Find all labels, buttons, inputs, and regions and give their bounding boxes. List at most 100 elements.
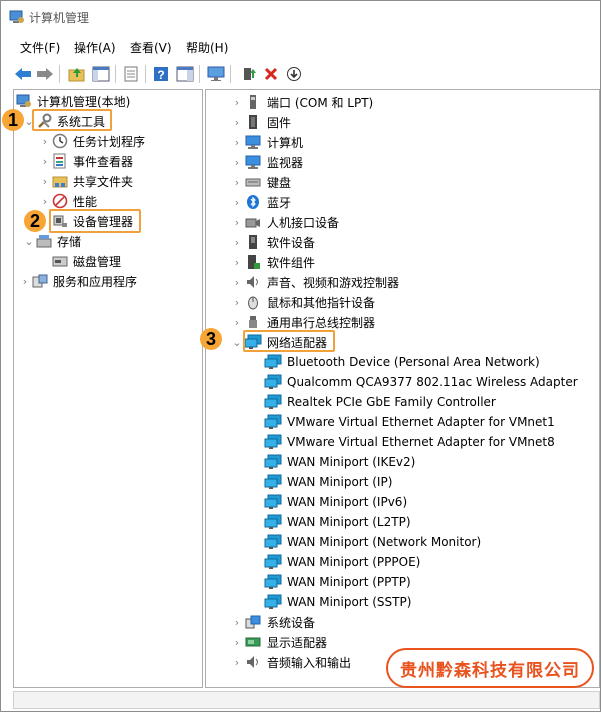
device-label: 软件设备: [267, 235, 316, 250]
device-category-item[interactable]: ›键盘: [230, 172, 291, 192]
chevron-right-icon[interactable]: ›: [234, 215, 240, 229]
menu-help[interactable]: 帮助(H): [186, 41, 229, 55]
clock-icon: [52, 133, 68, 149]
chevron-right-icon[interactable]: ›: [234, 635, 240, 649]
device-label: WAN Miniport (IKEv2): [287, 455, 416, 469]
device-list-item[interactable]: VMware Virtual Ethernet Adapter for VMne…: [264, 432, 555, 452]
chevron-right-icon[interactable]: ›: [234, 655, 240, 669]
back-arrow-icon[interactable]: [13, 64, 33, 84]
device-category-item[interactable]: ›计算机: [230, 132, 303, 152]
chevron-down-icon[interactable]: ⌄: [24, 114, 34, 128]
device-label: Qualcomm QCA9377 802.11ac Wireless Adapt…: [287, 375, 578, 389]
storage-icon: [36, 233, 52, 249]
tree-item-performance[interactable]: › 性能: [38, 191, 97, 211]
device-tree-pane[interactable]: ›端口 (COM 和 LPT)›固件›计算机›监视器›键盘›蓝牙›人机接口设备›…: [205, 89, 600, 688]
device-label: 显示适配器: [267, 635, 328, 650]
device-category-item[interactable]: ›系统设备: [230, 612, 315, 632]
title-bar: 计算机管理: [1, 1, 600, 31]
tree-item-device-manager[interactable]: 设备管理器: [52, 211, 133, 231]
chevron-right-icon[interactable]: ›: [234, 135, 240, 149]
device-list-item[interactable]: Qualcomm QCA9377 802.11ac Wireless Adapt…: [264, 372, 578, 392]
device-list-item[interactable]: WAN Miniport (IPv6): [264, 492, 407, 512]
chevron-right-icon[interactable]: ›: [42, 154, 48, 168]
device-list-item[interactable]: WAN Miniport (IP): [264, 472, 392, 492]
tree-item-computer-management[interactable]: 计算机管理(本地): [16, 91, 130, 111]
device-list-item[interactable]: WAN Miniport (PPPOE): [264, 552, 420, 572]
chevron-right-icon[interactable]: ›: [234, 295, 240, 309]
chevron-right-icon[interactable]: ›: [42, 194, 48, 208]
tree-item-task-scheduler[interactable]: › 任务计划程序: [38, 131, 145, 151]
chevron-right-icon[interactable]: ›: [234, 255, 240, 269]
download-icon[interactable]: [284, 64, 304, 84]
uninstall-x-icon[interactable]: [261, 64, 281, 84]
device-list-item[interactable]: WAN Miniport (PPTP): [264, 572, 411, 592]
chevron-right-icon[interactable]: ›: [234, 195, 240, 209]
device-manager-icon: [52, 213, 68, 229]
chevron-right-icon[interactable]: ›: [234, 155, 240, 169]
menu-action[interactable]: 操作(A): [74, 41, 116, 55]
tree-item-shared-folders[interactable]: › 共享文件夹: [38, 171, 133, 191]
chevron-right-icon[interactable]: ›: [234, 175, 240, 189]
chevron-right-icon[interactable]: ›: [234, 615, 240, 629]
chevron-right-icon[interactable]: ›: [42, 174, 48, 188]
step-badge-3: 3: [200, 328, 222, 350]
console-tree-icon[interactable]: [91, 64, 111, 84]
chevron-right-icon[interactable]: ›: [42, 134, 48, 148]
device-category-item[interactable]: ›软件组件: [230, 252, 315, 272]
help-icon[interactable]: ?: [151, 64, 171, 84]
device-label: 网络适配器: [267, 335, 328, 350]
device-label: 通用串行总线控制器: [267, 315, 376, 330]
device-category-item[interactable]: › 音频输入和输出: [230, 652, 351, 672]
console-tree-pane[interactable]: 计算机管理(本地) ⌄ 系统工具 › 任务计划程序 › 事件查看器 ›: [13, 89, 203, 688]
device-list-item[interactable]: WAN Miniport (SSTP): [264, 592, 411, 612]
monitor-icon[interactable]: [206, 64, 226, 84]
tree-item-storage[interactable]: ⌄ 存储: [22, 231, 81, 251]
computer-management-icon: [16, 93, 32, 109]
network-adapter-icon: [264, 494, 282, 510]
usb-icon: [244, 314, 262, 330]
tree-item-system-tools[interactable]: ⌄ 系统工具: [22, 111, 105, 131]
bluetooth-icon: [244, 194, 262, 210]
view-icon[interactable]: [175, 64, 195, 84]
tree-item-services-apps[interactable]: › 服务和应用程序: [18, 271, 137, 291]
tree-item-event-viewer[interactable]: › 事件查看器: [38, 151, 133, 171]
chevron-down-icon[interactable]: ⌄: [232, 335, 242, 349]
chevron-right-icon[interactable]: ›: [234, 95, 240, 109]
device-list-item[interactable]: VMware Virtual Ethernet Adapter for VMne…: [264, 412, 555, 432]
update-driver-icon[interactable]: [239, 64, 259, 84]
tree-item-disk-management[interactable]: 磁盘管理: [52, 251, 121, 271]
device-category-item[interactable]: › 鼠标和其他指针设备: [230, 292, 375, 312]
device-label: 鼠标和其他指针设备: [267, 295, 376, 310]
up-folder-icon[interactable]: [67, 64, 87, 84]
device-label: 固件: [267, 115, 292, 130]
network-adapter-icon: [264, 594, 282, 610]
device-list-item[interactable]: Realtek PCIe GbE Family Controller: [264, 392, 496, 412]
device-category-item[interactable]: › 显示适配器: [230, 632, 327, 652]
chevron-right-icon[interactable]: ›: [234, 275, 240, 289]
device-category-item[interactable]: ⌄ 网络适配器: [230, 332, 327, 352]
device-category-item[interactable]: ›监视器: [230, 152, 303, 172]
device-label: 音频输入和输出: [267, 655, 352, 670]
menu-file[interactable]: 文件(F): [20, 41, 61, 55]
device-category-item[interactable]: ›人机接口设备: [230, 212, 339, 232]
device-list-item[interactable]: WAN Miniport (Network Monitor): [264, 532, 481, 552]
performance-icon: [52, 193, 68, 209]
device-category-item[interactable]: ›蓝牙: [230, 192, 291, 212]
device-list-item[interactable]: WAN Miniport (L2TP): [264, 512, 411, 532]
chevron-right-icon[interactable]: ›: [234, 235, 240, 249]
forward-arrow-icon[interactable]: [35, 64, 55, 84]
device-category-item[interactable]: › 固件: [230, 112, 291, 132]
device-category-item[interactable]: ›声音、视频和游戏控制器: [230, 272, 399, 292]
device-list-item[interactable]: Bluetooth Device (Personal Area Network): [264, 352, 540, 372]
properties-icon[interactable]: [121, 64, 141, 84]
chevron-down-icon[interactable]: ⌄: [24, 234, 34, 248]
menu-view[interactable]: 查看(V): [130, 41, 172, 55]
chevron-right-icon[interactable]: ›: [22, 274, 28, 288]
highlight-system-tools: [32, 109, 112, 131]
chevron-right-icon[interactable]: ›: [234, 115, 240, 129]
device-category-item[interactable]: › 软件设备: [230, 232, 315, 252]
device-list-item[interactable]: WAN Miniport (IKEv2): [264, 452, 415, 472]
device-category-item[interactable]: › 通用串行总线控制器: [230, 312, 375, 332]
chevron-right-icon[interactable]: ›: [234, 315, 240, 329]
device-category-item[interactable]: ›端口 (COM 和 LPT): [230, 92, 373, 112]
